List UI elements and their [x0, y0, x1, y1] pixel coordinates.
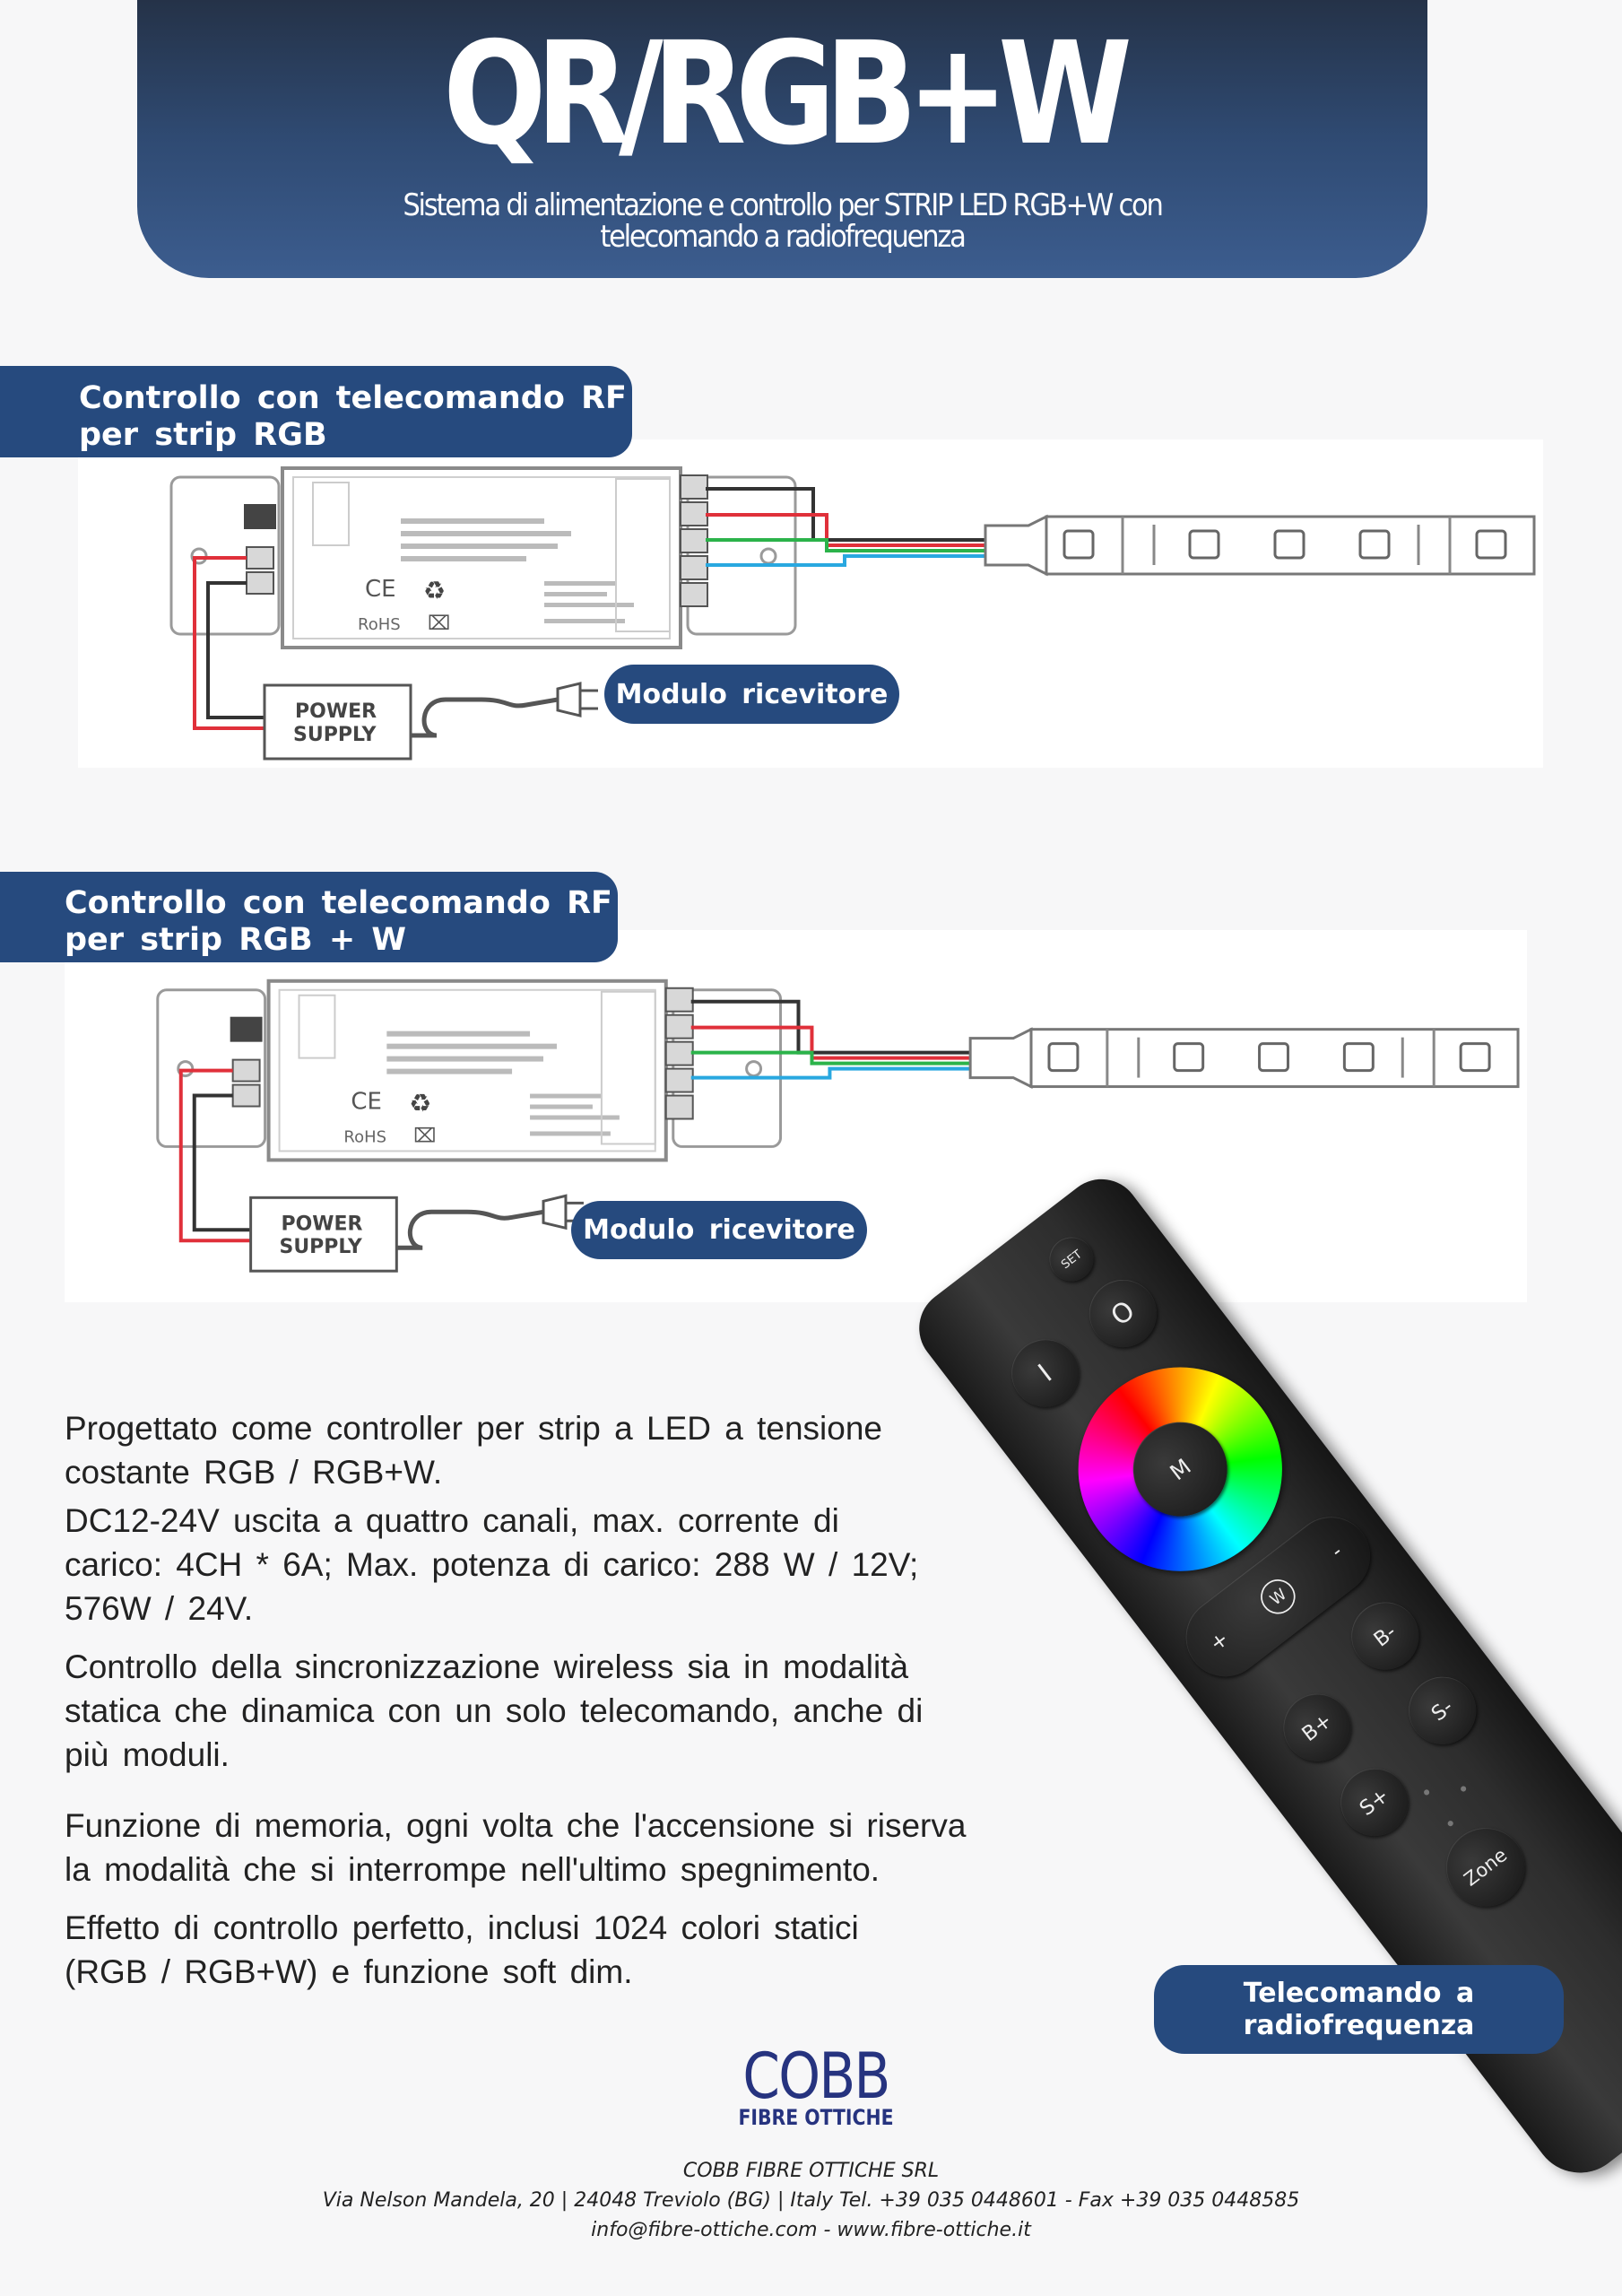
power-cord	[411, 697, 559, 738]
power-supply-label: SUPPLY	[293, 724, 377, 746]
remote-speed-plus-button: S+	[1327, 1754, 1422, 1850]
remote-minus-label: -	[1326, 1539, 1348, 1563]
description-paragraph: DC12-24V uscita a quattro canali, max. c…	[65, 1499, 918, 1631]
text-line: più moduli.	[65, 1736, 230, 1773]
logo-wordmark: COBB	[742, 2039, 890, 2113]
text-line: la modalità che si interrompe nell'ultim…	[65, 1851, 880, 1888]
wire-blue	[690, 1066, 971, 1080]
wiring-diagram-svg: CE RoHS ♻ ⌧ POWER SUPPLY	[156, 978, 1520, 1273]
remote-badge-line: Telecomando a	[1243, 1977, 1475, 2009]
logo-tagline: FIBRE OTTICHE	[738, 2105, 894, 2130]
power-supply-box	[263, 683, 412, 761]
subtitle-line-1: Sistema di alimentazione e controllo per…	[403, 187, 1164, 223]
wire-green	[690, 1050, 971, 1065]
remote-on-button: I	[998, 1326, 1093, 1421]
wire-blue	[706, 554, 985, 567]
description-paragraph: Progettato come controller per strip a L…	[65, 1406, 882, 1494]
plug-icon	[556, 682, 582, 718]
rohs-mark: RoHS	[343, 1127, 386, 1146]
weee-bin-icon: ⌧	[428, 613, 450, 635]
description-paragraph: Funzione di memoria, ogni volta che l'ac…	[65, 1804, 966, 1892]
input-terminal-block	[231, 1058, 261, 1108]
text-line: DC12-24V uscita a quattro canali, max. c…	[65, 1502, 839, 1539]
receiver-module-badge: Modulo ricevitore	[604, 665, 899, 724]
remote-control-badge: Telecomando a radiofrequenza	[1154, 1965, 1564, 2054]
section-label-line: per strip RGB	[79, 417, 327, 453]
ce-mark: CE	[351, 1089, 382, 1116]
footer-address: Via Nelson Mandela, 20 | 24048 Treviolo …	[322, 2189, 1300, 2212]
text-line: statica che dinamica con un solo telecom…	[65, 1692, 924, 1729]
mounting-bracket-left	[169, 475, 281, 636]
text-line: Funzione di memoria, ogni volta che l'ac…	[65, 1807, 967, 1844]
wiring-diagram-svg: CE RoHS ♻ ⌧ POWER SUPPLY	[169, 466, 1536, 761]
led-strip	[984, 514, 1536, 577]
power-supply-label: POWER	[282, 1213, 363, 1235]
header-banner: QR/RGB+W Sistema di alimentazione e cont…	[137, 0, 1427, 278]
section-label-rgb: Controllo con telecomando RF per strip R…	[0, 366, 632, 457]
subtitle-line-2: telecomando a radiofrequenza	[600, 219, 967, 255]
remote-zone-button: Zone	[1430, 1812, 1541, 1923]
input-terminal-block	[246, 546, 274, 595]
wire-red	[706, 513, 985, 547]
remote-set-button: SET	[1040, 1228, 1103, 1291]
power-supply-label: POWER	[295, 700, 377, 723]
wire-green	[706, 538, 985, 552]
remote-speed-minus-button: S-	[1395, 1663, 1490, 1758]
power-supply-box	[249, 1196, 398, 1273]
text-line: Progettato come controller per strip a L…	[65, 1410, 883, 1447]
ce-mark: CE	[365, 576, 396, 603]
remote-white-label: W	[1253, 1572, 1303, 1622]
rohs-mark: RoHS	[358, 615, 401, 634]
text-line: 576W / 24V.	[65, 1590, 254, 1627]
text-line: Controllo della sincronizzazione wireles…	[65, 1648, 909, 1685]
plug-icon	[542, 1194, 568, 1231]
text-line: Effetto di controllo perfetto, inclusi 1…	[65, 1909, 859, 1946]
cobb-logo: COBB FIBRE OTTICHE	[717, 2039, 915, 2136]
output-terminal-block	[664, 987, 694, 1120]
led-strip	[968, 1027, 1520, 1089]
wire-red	[690, 1025, 971, 1060]
remote-off-button: O	[1075, 1265, 1171, 1361]
dip-switch-icon	[244, 504, 276, 529]
output-terminal-block	[680, 474, 708, 607]
section-label-line: per strip RGB + W	[65, 922, 406, 958]
remote-plus-label: +	[1205, 1627, 1234, 1657]
section-label-line: Controllo con telecomando RF	[65, 885, 612, 921]
remote-brightness-minus-button: B-	[1338, 1588, 1433, 1683]
footer-contacts: info@fibre-ottiche.com - www.fibre-ottic…	[591, 2219, 1031, 2241]
section-label-rgbw: Controllo con telecomando RF per strip R…	[0, 872, 618, 962]
weee-bin-icon: ⌧	[413, 1125, 436, 1147]
text-line: (RGB / RGB+W) e funzione soft dim.	[65, 1953, 633, 1990]
recycle-icon: ♻	[409, 1089, 431, 1118]
page-title: QR/RGB+W	[443, 12, 1132, 177]
mounting-bracket-left	[156, 988, 267, 1148]
text-line: costante RGB / RGB+W.	[65, 1454, 443, 1491]
section-label-line: Controllo con telecomando RF	[79, 380, 627, 416]
dip-switch-icon	[230, 1016, 263, 1042]
description-paragraph: Effetto di controllo perfetto, inclusi 1…	[65, 1906, 859, 1994]
receiver-module-badge: Modulo ricevitore	[571, 1201, 867, 1259]
text-line: carico: 4CH * 6A; Max. potenza di carico…	[65, 1546, 919, 1583]
description-paragraph: Controllo della sincronizzazione wireles…	[65, 1645, 923, 1777]
power-cord	[396, 1209, 544, 1250]
recycle-icon: ♻	[423, 576, 446, 605]
power-supply-label: SUPPLY	[280, 1236, 363, 1258]
remote-brightness-plus-button: B+	[1270, 1680, 1365, 1775]
footer-company: COBB FIBRE OTTICHE SRL	[682, 2160, 940, 2182]
remote-badge-line: radiofrequenza	[1243, 2009, 1475, 2041]
